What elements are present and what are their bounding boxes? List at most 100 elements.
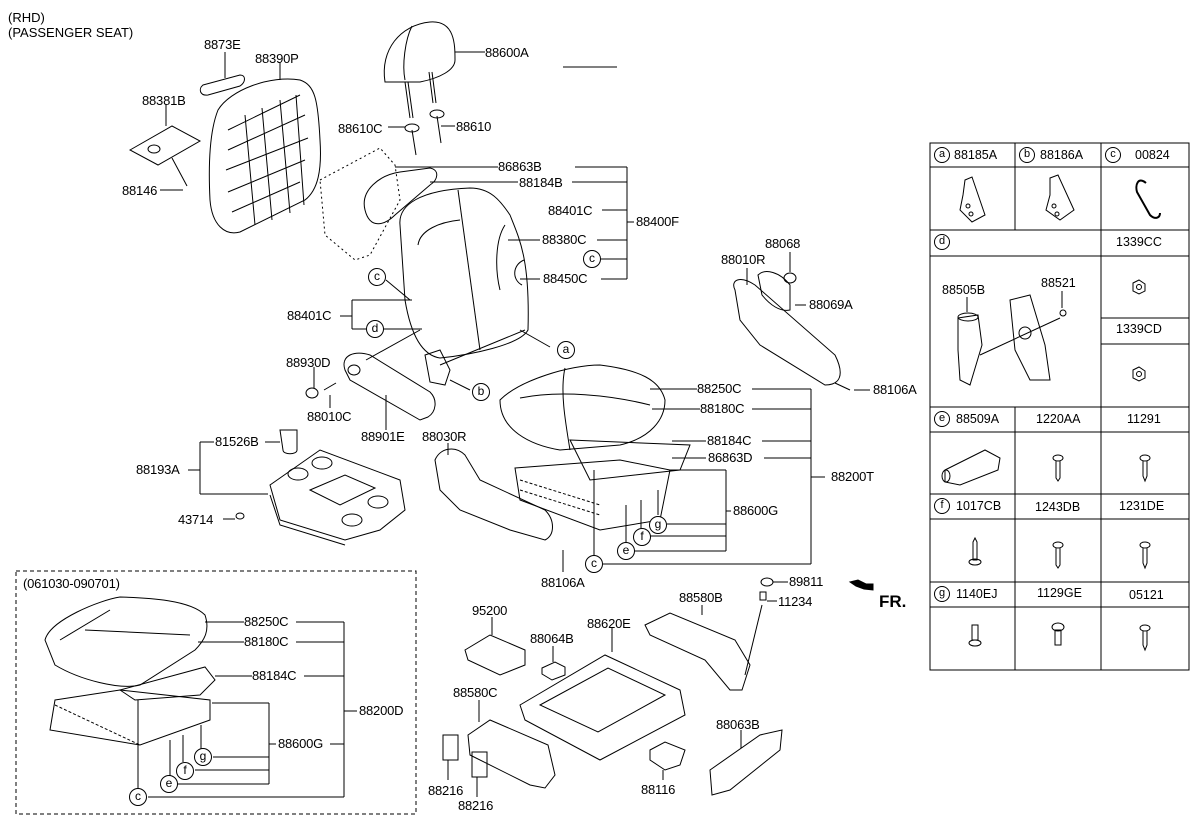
bracket-icon [1045,174,1075,221]
recliner-cover-drawing [733,252,870,391]
part-label-88600G[interactable]: 88600G [733,503,779,518]
part-label-88901E[interactable]: 88901E [361,429,405,444]
leader-lines-88400F [385,166,634,301]
part-label-88180C[interactable]: 88180C [700,401,745,416]
legend-part-1339CD[interactable]: 1339CD [1116,322,1162,336]
legend-part-88186A[interactable]: 88186A [1040,148,1084,162]
legend-part-05121[interactable]: 05121 [1129,588,1164,602]
part-label-88116[interactable]: 88116 [641,782,676,797]
variant-box-frame [15,570,417,815]
ref-circle-g: g [649,516,667,534]
part-label-88401C[interactable]: 88401C [548,203,593,218]
part-label-86863D[interactable]: 86863D [708,450,753,465]
seat-rail-drawing [442,605,783,797]
part-label-88068[interactable]: 88068 [765,236,801,251]
variant-seat-drawing [44,596,357,798]
legend-ref-b: b [1019,147,1035,163]
legend-part-1017CB[interactable]: 1017CB [956,499,1002,513]
part-label-88610[interactable]: 88610 [456,119,492,134]
arrow-front-icon [848,579,874,591]
ref-circle-g: g [194,748,212,766]
ref-circle-c: c [585,555,603,573]
legend-ref-e: e [934,411,950,427]
ref-circle-b: b [472,383,490,401]
screw-icon [1139,541,1151,570]
ref-circle-c: c [368,268,386,286]
hook-clip-icon [1135,179,1161,219]
part-label-95200[interactable]: 95200 [472,603,508,618]
legend-part-1339CC[interactable]: 1339CC [1116,235,1162,249]
legend-part-1220AA[interactable]: 1220AA [1036,412,1081,426]
part-label-88450C[interactable]: 88450C [543,271,588,286]
header-rhd: (RHD) [8,10,45,25]
legend-part-1129GE[interactable]: 1129GE [1037,586,1082,600]
variant-part-88184C[interactable]: 88184C [252,668,297,683]
part-label-89811[interactable]: 89811 [789,574,824,589]
part-label-88380C[interactable]: 88380C [542,232,587,247]
part-label-88063B[interactable]: 88063B [716,717,760,732]
part-label-88580B[interactable]: 88580B [679,590,723,605]
part-label-88146[interactable]: 88146 [122,183,158,198]
screw-icon [1139,454,1151,483]
bracket-icon [959,176,986,223]
variant-part-88180C[interactable]: 88180C [244,634,289,649]
part-label-88401C-left[interactable]: 88401C [287,308,332,323]
motor-icon [941,449,1001,486]
part-label-88216[interactable]: 88216 [458,798,494,813]
part-label-88184B[interactable]: 88184B [519,175,563,190]
part-label-88390P[interactable]: 88390P [255,51,299,66]
variant-part-88200D[interactable]: 88200D [359,703,404,718]
legend-part-88509A[interactable]: 88509A [956,412,1000,426]
part-label-88216[interactable]: 88216 [428,783,464,798]
part-label-88580C[interactable]: 88580C [453,685,498,700]
legend-part-88185A[interactable]: 88185A [954,148,998,162]
part-label-81526B[interactable]: 81526B [215,434,259,449]
nut-icon [1132,279,1146,295]
legend-table-grid [929,142,1190,671]
part-label-88200T[interactable]: 88200T [831,469,874,484]
nut-icon [1132,366,1146,382]
armrest-drawing [305,329,436,430]
legend-ref-g: g [934,586,950,602]
seatback-drawing [399,66,617,359]
legend-part-1231DE[interactable]: 1231DE [1119,499,1165,513]
part-label-88930D[interactable]: 88930D [286,355,331,370]
part-label-88620E[interactable]: 88620E [587,616,631,631]
part-label-11234[interactable]: 11234 [778,594,813,609]
seatback-pad-drawing [319,147,438,261]
console-drawing [188,429,406,546]
part-label-88069A[interactable]: 88069A [809,297,853,312]
legend-part-1140EJ[interactable]: 1140EJ [956,587,998,601]
leader-lines-88401C-left [340,299,422,330]
part-label-88010R[interactable]: 88010R [721,252,766,267]
ref-circle-e: e [617,542,635,560]
headrest-drawing [383,21,485,156]
side-cover-drawing [434,443,564,572]
part-label-88010C[interactable]: 88010C [307,409,352,424]
part-label-88184C[interactable]: 88184C [707,433,752,448]
bolt-icon [968,536,982,566]
part-label-88064B[interactable]: 88064B [530,631,574,646]
tray-drawing [128,104,202,191]
part-label-88400F[interactable]: 88400F [636,214,679,229]
legend-part-1243DB[interactable]: 1243DB [1035,500,1081,514]
part-label-88193A[interactable]: 88193A [136,462,180,477]
part-label-88106A[interactable]: 88106A [873,382,917,397]
flange-bolt-icon [1051,622,1065,646]
part-label-43714[interactable]: 43714 [178,512,214,527]
part-label-88106A-bottom[interactable]: 88106A [541,575,585,590]
legend-part-88521[interactable]: 88521 [1041,276,1076,290]
variant-part-88600G[interactable]: 88600G [278,736,324,751]
part-label-88030R[interactable]: 88030R [422,429,467,444]
variant-part-88250C[interactable]: 88250C [244,614,289,629]
part-label-8873E[interactable]: 8873E [204,37,241,52]
part-label-88250C[interactable]: 88250C [697,381,742,396]
legend-part-11291[interactable]: 11291 [1127,412,1161,426]
part-label-88610C[interactable]: 88610C [338,121,383,136]
part-label-88600A[interactable]: 88600A [485,45,529,60]
part-label-86863B[interactable]: 86863B [498,159,542,174]
legend-part-88505B[interactable]: 88505B [942,283,986,297]
legend-part-00824[interactable]: 00824 [1135,148,1170,162]
part-label-88381B[interactable]: 88381B [142,93,186,108]
